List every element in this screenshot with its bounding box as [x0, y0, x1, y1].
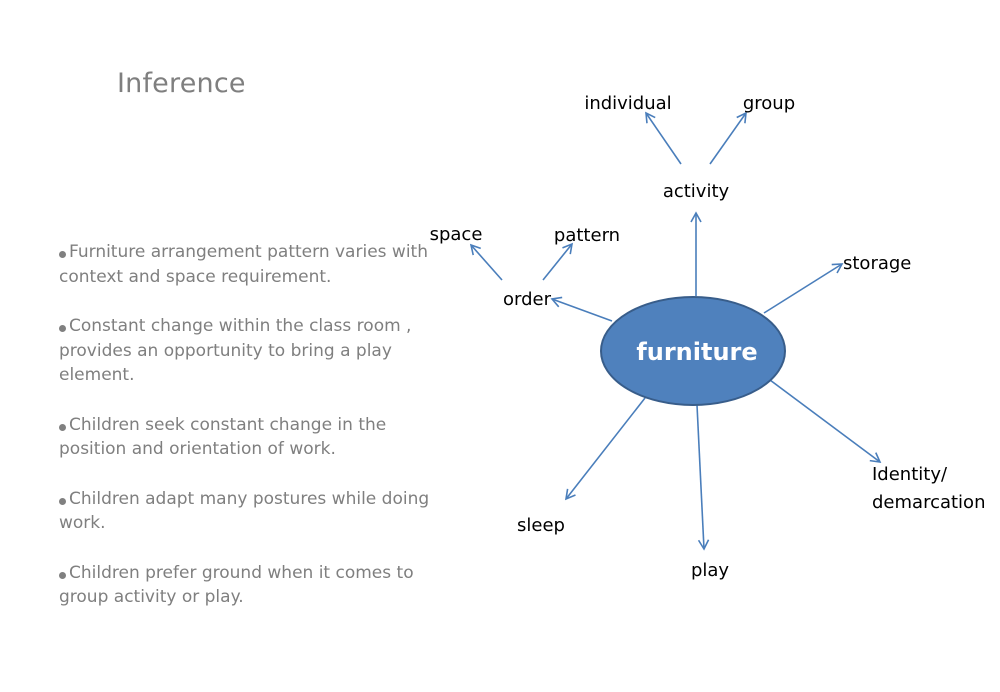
bullet-text: Constant change within the class room , … — [59, 316, 412, 385]
bullet-dot-icon — [59, 571, 66, 579]
node-sleep: sleep — [517, 515, 565, 536]
arrow-to-group — [709, 111, 747, 165]
arrow-to-space — [469, 243, 503, 281]
node-demarcation: demarcation — [872, 492, 985, 513]
arrow-to-sleep — [564, 397, 646, 501]
bullet-text: Children adapt many postures while doing… — [59, 488, 430, 534]
page-title: Inference — [117, 68, 246, 99]
node-storage: storage — [843, 253, 911, 274]
bullet-item: Constant change within the class room , … — [59, 314, 439, 388]
bullet-dot-icon — [59, 325, 66, 332]
node-group: group — [743, 93, 795, 114]
node-pattern: pattern — [554, 225, 620, 246]
bullet-dot-icon — [59, 497, 66, 505]
bullet-list: Furniture arrangement pattern varies wit… — [59, 240, 439, 635]
arrow-to-storage — [763, 263, 844, 314]
bullet-dot-icon — [59, 251, 66, 258]
bullet-item: Children adapt many postures while doing… — [59, 487, 439, 536]
arrow-to-individual — [645, 111, 682, 165]
node-activity: activity — [663, 181, 730, 202]
bullet-item: Furniture arrangement pattern varies wit… — [59, 240, 439, 289]
node-space: space — [430, 224, 483, 245]
furniture-ellipse — [600, 296, 786, 406]
arrow-to-play — [696, 404, 710, 551]
bullet-item: Children prefer ground when it comes to … — [59, 561, 439, 610]
node-play: play — [691, 560, 729, 581]
bullet-dot-icon — [59, 423, 66, 431]
node-identity: Identity/ — [872, 464, 948, 485]
bullet-item: Children seek constant change in the pos… — [59, 413, 439, 462]
node-individual: individual — [584, 93, 671, 114]
center-label: furniture — [636, 338, 757, 366]
arrow-to-identity — [769, 379, 882, 463]
node-order: order — [503, 289, 552, 310]
bullet-text: Children prefer ground when it comes to … — [59, 562, 414, 608]
bullet-text: Children seek constant change in the pos… — [59, 414, 387, 460]
bullet-text: Furniture arrangement pattern varies wit… — [59, 242, 428, 287]
arrow-to-order — [550, 296, 613, 322]
arrow-to-pattern — [542, 242, 574, 281]
